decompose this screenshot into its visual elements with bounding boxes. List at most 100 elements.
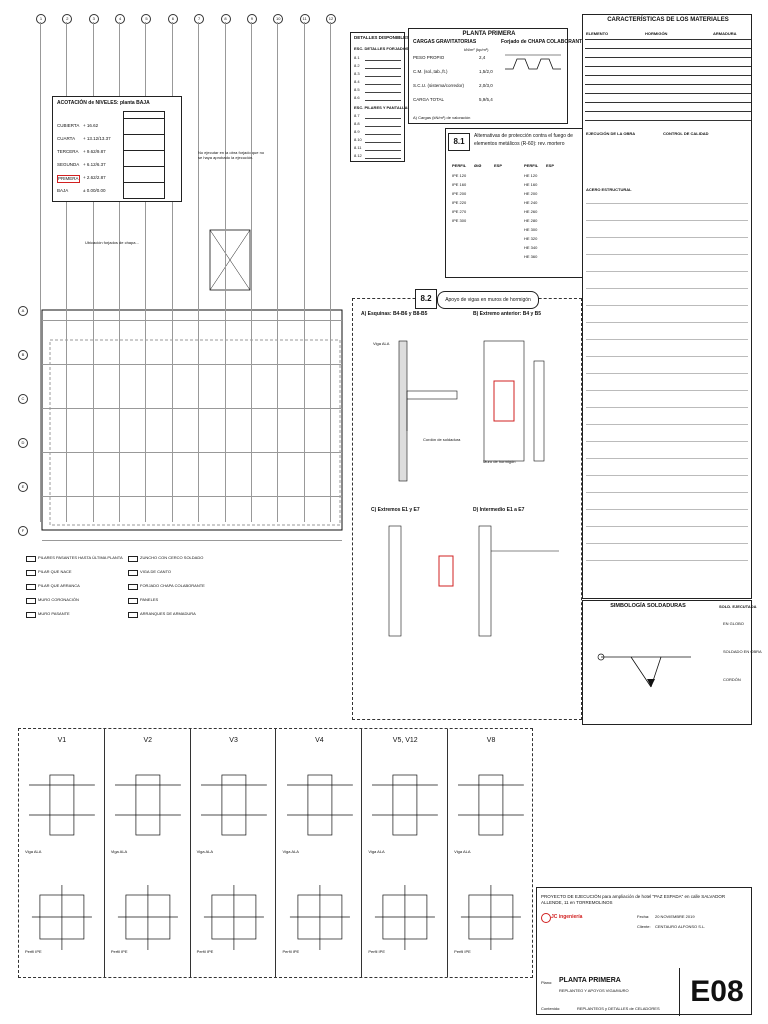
materials-panel: CARACTERÍSTICAS DE LOS MATERIALES ELEMEN…: [582, 14, 752, 599]
axis-grid-line: [42, 320, 342, 321]
carga-value: 5,9/5,4: [479, 97, 493, 102]
plano-value: PLANTA PRIMERA: [559, 977, 621, 984]
beam-label-ala: Viga ALA: [110, 849, 128, 854]
legend-item: VIGA DE CANTO: [140, 569, 172, 574]
materials-text-line: [586, 526, 748, 527]
legend-symbol-icon: [26, 584, 36, 590]
materials-text-line: [586, 560, 748, 561]
detail-row-line: [365, 118, 401, 119]
materials-row-line: [585, 111, 751, 112]
legend-item: PANELES: [140, 597, 159, 602]
profile-col-header: ESP: [546, 163, 555, 168]
planta-table: PLANTA PRIMERA CARGAS GRAVITATORIAS Forj…: [408, 28, 585, 124]
axis-number-marker: 2: [62, 14, 73, 24]
materials-text-line: [586, 322, 748, 323]
legend-symbol-icon: [128, 584, 138, 590]
legend-symbol-icon: [128, 570, 138, 576]
detail-row-line: [365, 92, 401, 93]
legend-item: PILAR QUE ARRANCA: [38, 583, 80, 588]
materials-col-armadura: ARMADURA: [713, 31, 737, 36]
beam-detail-drawing: [372, 774, 439, 950]
materials-row-line: [585, 93, 751, 94]
detail-row-line: [365, 84, 401, 85]
level-name: CUBIERTA: [57, 123, 80, 128]
materials-text-line: [586, 356, 748, 357]
project-title: PROYECTO DE EJECUCIÓN para ampliación de…: [541, 894, 726, 905]
axis-grid-line: [42, 452, 342, 453]
beam-label-ala: Viga ALA: [282, 849, 299, 854]
carga-label: S.C.U. (sistema/corredor): [413, 83, 465, 88]
section-81-title-1: Alternativas de protección contra el fue…: [474, 133, 573, 139]
beam-detail-title: V8: [486, 737, 496, 744]
beam-detail-drawing: [114, 774, 181, 950]
axis-grid-line: [42, 496, 342, 497]
axis-grid-line: [198, 22, 199, 522]
detail-b-title: B) Extremo anterior: B4 y B5: [473, 311, 542, 317]
carga-label: PESO PROPIO: [413, 55, 445, 60]
carga-value: 2,0/3,0: [479, 83, 493, 88]
profile-right: HE 240: [524, 200, 538, 205]
soldaduras-title: SIMBOLOGÍA SOLDADURAS: [610, 603, 686, 609]
materials-text-line: [586, 373, 748, 374]
beam-detail-title: V4: [315, 737, 324, 744]
axis-grid-line: [119, 22, 120, 522]
cliente-label: Cliente:: [637, 924, 651, 929]
legend-symbol-icon: [26, 598, 36, 604]
profile-col-header: PERFIL: [524, 163, 539, 168]
cargas-title: CARGAS GRAVITATORIAS: [413, 39, 477, 45]
forjado-title: Forjado de CHAPA COLABORANTE: [501, 39, 586, 45]
profile-left: IPE 300: [452, 218, 467, 223]
axis-grid-line: [42, 364, 342, 365]
axis-letter-marker: A: [18, 306, 28, 316]
section-82-badge: 8.2: [415, 289, 437, 309]
profile-left: IPE 200: [452, 191, 467, 196]
materials-col-elemento: ELEMENTO: [586, 31, 609, 36]
floor-plan: [15, 10, 350, 590]
detail-code: 8.8: [354, 121, 360, 126]
detail-code: 8.7: [354, 113, 360, 118]
profile-col-header: Ø/Ø: [474, 163, 482, 168]
materials-row-line: [585, 66, 751, 67]
plan-note-2: Ubicación forjados de chapa...: [85, 240, 139, 245]
level-name: BAJA: [57, 188, 69, 193]
profile-right: HE 260: [524, 209, 538, 214]
materials-text-line: [586, 458, 748, 459]
detail-row-line: [365, 126, 401, 127]
contenido-label: Contenido:: [541, 1006, 561, 1011]
level-name: CUARTA: [57, 136, 76, 141]
acero-title: ACERO ESTRUCTURAL: [586, 187, 632, 192]
axis-number-marker: 3: [88, 14, 99, 24]
profile-right: HE 160: [524, 182, 538, 187]
details-section-1: ESC. DETALLES FORJADOS: [354, 46, 409, 51]
detail-c-title: C) Extremos E1 y E7: [371, 507, 420, 513]
axis-grid-line: [303, 22, 305, 522]
axis-number-marker: 6: [167, 14, 178, 24]
detail-code: 8.3: [354, 71, 360, 76]
materials-text-line: [586, 220, 748, 221]
axis-grid-line: [66, 22, 67, 522]
beam-label-ala: Viga ALA: [368, 849, 385, 854]
detail-row-line: [365, 142, 401, 143]
materials-text-line: [586, 543, 748, 544]
carga-label: CARGA TOTAL: [413, 97, 445, 102]
details-section-2: ESC. PILARES Y PANTALLAS: [354, 105, 411, 110]
legend-item: MURO PASANTE: [38, 611, 70, 616]
ejecucion-title: EJECUCIÓN DE LA OBRA: [586, 131, 636, 136]
section-81-title-2: elementos metálicos (R-60): rev. mortero: [474, 141, 565, 147]
detail-code: 8.10: [354, 137, 362, 142]
detail-code: 8.6: [354, 95, 360, 100]
profile-right: HE 200: [524, 191, 538, 196]
sheet-number: E08: [679, 968, 754, 1016]
materials-text-line: [586, 441, 748, 442]
solda-label: CORDÓN: [723, 677, 741, 682]
detail-code: 8.9: [354, 129, 360, 134]
materials-row-line: [585, 57, 751, 58]
materials-text-line: [586, 339, 748, 340]
beam-detail-drawing: [29, 774, 95, 950]
profile-col-header: PERFIL: [452, 163, 467, 168]
materials-row-line: [585, 75, 751, 76]
